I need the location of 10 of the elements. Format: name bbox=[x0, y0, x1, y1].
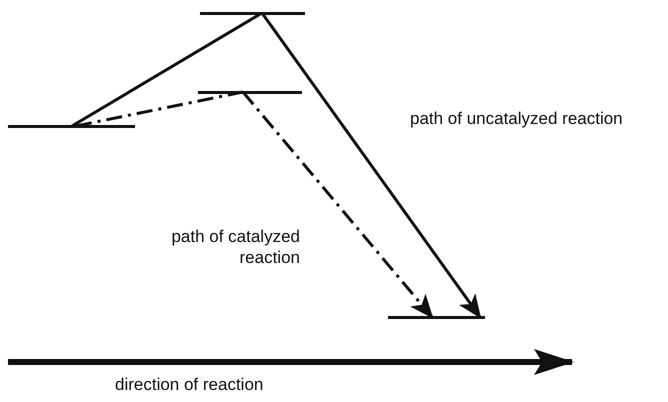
axis-label: direction of reaction bbox=[115, 374, 264, 395]
energy-level-bar bbox=[200, 12, 305, 15]
edge-label: path of uncatalyzed reaction bbox=[410, 108, 624, 129]
connector-line bbox=[71, 12, 263, 128]
arrow bbox=[260, 12, 482, 319]
energy-level-bar bbox=[8, 125, 135, 128]
edge-label: path of catalyzed reaction bbox=[170, 226, 300, 268]
energy-level-bar bbox=[198, 91, 302, 94]
dash-dot-arrow bbox=[242, 91, 434, 319]
energy-level-bar bbox=[388, 316, 485, 319]
